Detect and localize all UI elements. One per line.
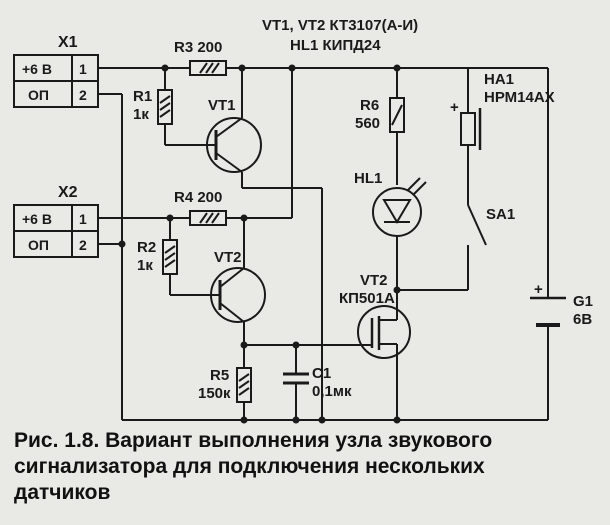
c1-value: 0,1мк <box>312 383 352 400</box>
buzzer-ha1 <box>460 68 482 205</box>
r6-value: 560 <box>355 115 380 132</box>
sa1-label: SA1 <box>486 206 515 223</box>
x2-rail-wire <box>98 68 293 219</box>
top-rail-wire <box>98 67 549 420</box>
caption-line-2: сигнализатора для подключения нескольких <box>14 455 485 478</box>
r2-name: R2 <box>137 239 156 256</box>
r6-name: R6 <box>360 97 379 114</box>
r3-label: R3 200 <box>174 39 222 56</box>
connector-x1 <box>13 54 99 108</box>
resistor-r6 <box>389 68 405 185</box>
ha1-plus: + <box>450 99 459 116</box>
r1-value: 1к <box>133 106 149 123</box>
connector-x2 <box>13 204 99 258</box>
x2-pin2-num: 2 <box>79 237 87 253</box>
battery-g1 <box>530 296 566 327</box>
switch-sa1 <box>397 204 487 291</box>
led-hl1 <box>372 177 427 306</box>
header-transistors: VT1, VT2 КТ3107(А-И) <box>262 17 418 34</box>
r1-name: R1 <box>133 88 152 105</box>
vt1-label: VT1 <box>208 97 236 114</box>
x1-pin1-label: +6 В <box>22 61 52 77</box>
x2-pin2-label: ОП <box>28 237 49 253</box>
ha1-name: HA1 <box>484 71 514 88</box>
hl1-label: HL1 <box>354 170 382 187</box>
g1-value: 6В <box>573 311 592 328</box>
c1-name: C1 <box>312 365 331 382</box>
x1-pin2-num: 2 <box>79 87 87 103</box>
r5-name: R5 <box>210 367 229 384</box>
transistor-vt2-mosfet <box>357 305 411 420</box>
junction-dots <box>118 64 401 424</box>
g1-name: G1 <box>573 293 593 310</box>
x2-pin1-label: +6 В <box>22 211 52 227</box>
header-led: HL1 КИПД24 <box>290 37 381 54</box>
r2-value: 1к <box>137 257 153 274</box>
vt2-type: КП501А <box>339 290 395 307</box>
caption-line-3: датчиков <box>14 481 111 504</box>
resistor-r4 <box>189 210 227 226</box>
capacitor-c1 <box>283 345 309 420</box>
x1-name: X1 <box>58 34 78 51</box>
x1-pin1-num: 1 <box>79 61 87 77</box>
g1-plus: + <box>534 281 543 298</box>
ha1-type: НРМ14АХ <box>484 89 555 106</box>
transistor-vt2-bipolar <box>210 218 360 346</box>
caption-line-1: Рис. 1.8. Вариант выполнения узла звуков… <box>14 429 493 452</box>
vt2-top-label: VT2 <box>214 249 242 266</box>
x2-name: X2 <box>58 184 78 201</box>
resistor-r2 <box>162 218 220 296</box>
vt2-name: VT2 <box>360 272 388 289</box>
x1-pin2-label: ОП <box>28 87 49 103</box>
resistor-r5 <box>236 345 252 420</box>
figure-caption: Рис. 1.8. Вариант выполнения узла звуков… <box>14 428 604 506</box>
resistor-r3 <box>189 60 227 76</box>
bottom-rail-wire <box>98 93 548 421</box>
transistor-vt1 <box>206 68 323 420</box>
x2-pin1-num: 1 <box>79 211 87 227</box>
r5-value: 150к <box>198 385 231 402</box>
r4-label: R4 200 <box>174 189 222 206</box>
